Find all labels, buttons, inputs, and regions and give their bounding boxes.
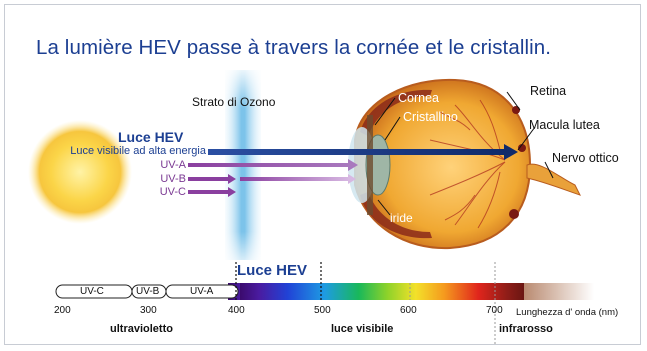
sun-graphic <box>28 120 132 224</box>
label-leader-lines <box>374 91 554 216</box>
visible-light-category: luce visibile <box>331 323 394 335</box>
cornea-label: Cornea <box>398 91 439 105</box>
wavelength-axis-label: Lunghezza d' onda (nm) <box>516 307 619 318</box>
tick-600: 600 <box>400 305 417 316</box>
tick-400: 400 <box>228 305 245 316</box>
frame-border <box>4 4 641 345</box>
ozone-label: Strato di Ozono <box>192 95 276 109</box>
uv-c-arrow <box>188 187 236 197</box>
tick-200: 200 <box>54 305 71 316</box>
uv-band-capsules <box>55 284 239 299</box>
uv-a-band-label: UV-A <box>190 286 214 297</box>
tick-300: 300 <box>140 305 157 316</box>
lens-label: Cristallino <box>403 110 458 124</box>
spectrum-hev-label: Luce HEV <box>237 262 308 279</box>
ultraviolet-category: ultravioletto <box>110 323 173 335</box>
visible-range-dashes <box>409 262 496 345</box>
macula-label: Macula lutea <box>529 118 600 132</box>
infrared-category: infrarosso <box>499 323 553 335</box>
optic-nerve-label: Nervo ottico <box>552 151 619 165</box>
uv-a-label: UV-A <box>160 159 186 171</box>
uv-a-arrow <box>188 159 358 171</box>
uv-b-label: UV-B <box>160 173 186 185</box>
page-title: La lumière HEV passe à travers la cornée… <box>36 36 552 59</box>
retina-label: Retina <box>530 84 567 98</box>
hev-arrow <box>208 144 518 160</box>
tick-500: 500 <box>314 305 331 316</box>
uv-b-band-label: UV-B <box>136 286 160 297</box>
uv-c-band-label: UV-C <box>80 286 104 297</box>
uv-b-arrow <box>188 174 356 184</box>
iris-label: iride <box>390 211 413 225</box>
hev-subheading: Luce visibile ad alta energia <box>70 145 206 157</box>
eye-cross-section <box>348 78 581 250</box>
spectrum-bar <box>228 283 594 300</box>
tick-700: 700 <box>486 305 503 316</box>
uv-c-label: UV-C <box>159 186 186 198</box>
hev-heading: Luce HEV <box>118 129 184 145</box>
